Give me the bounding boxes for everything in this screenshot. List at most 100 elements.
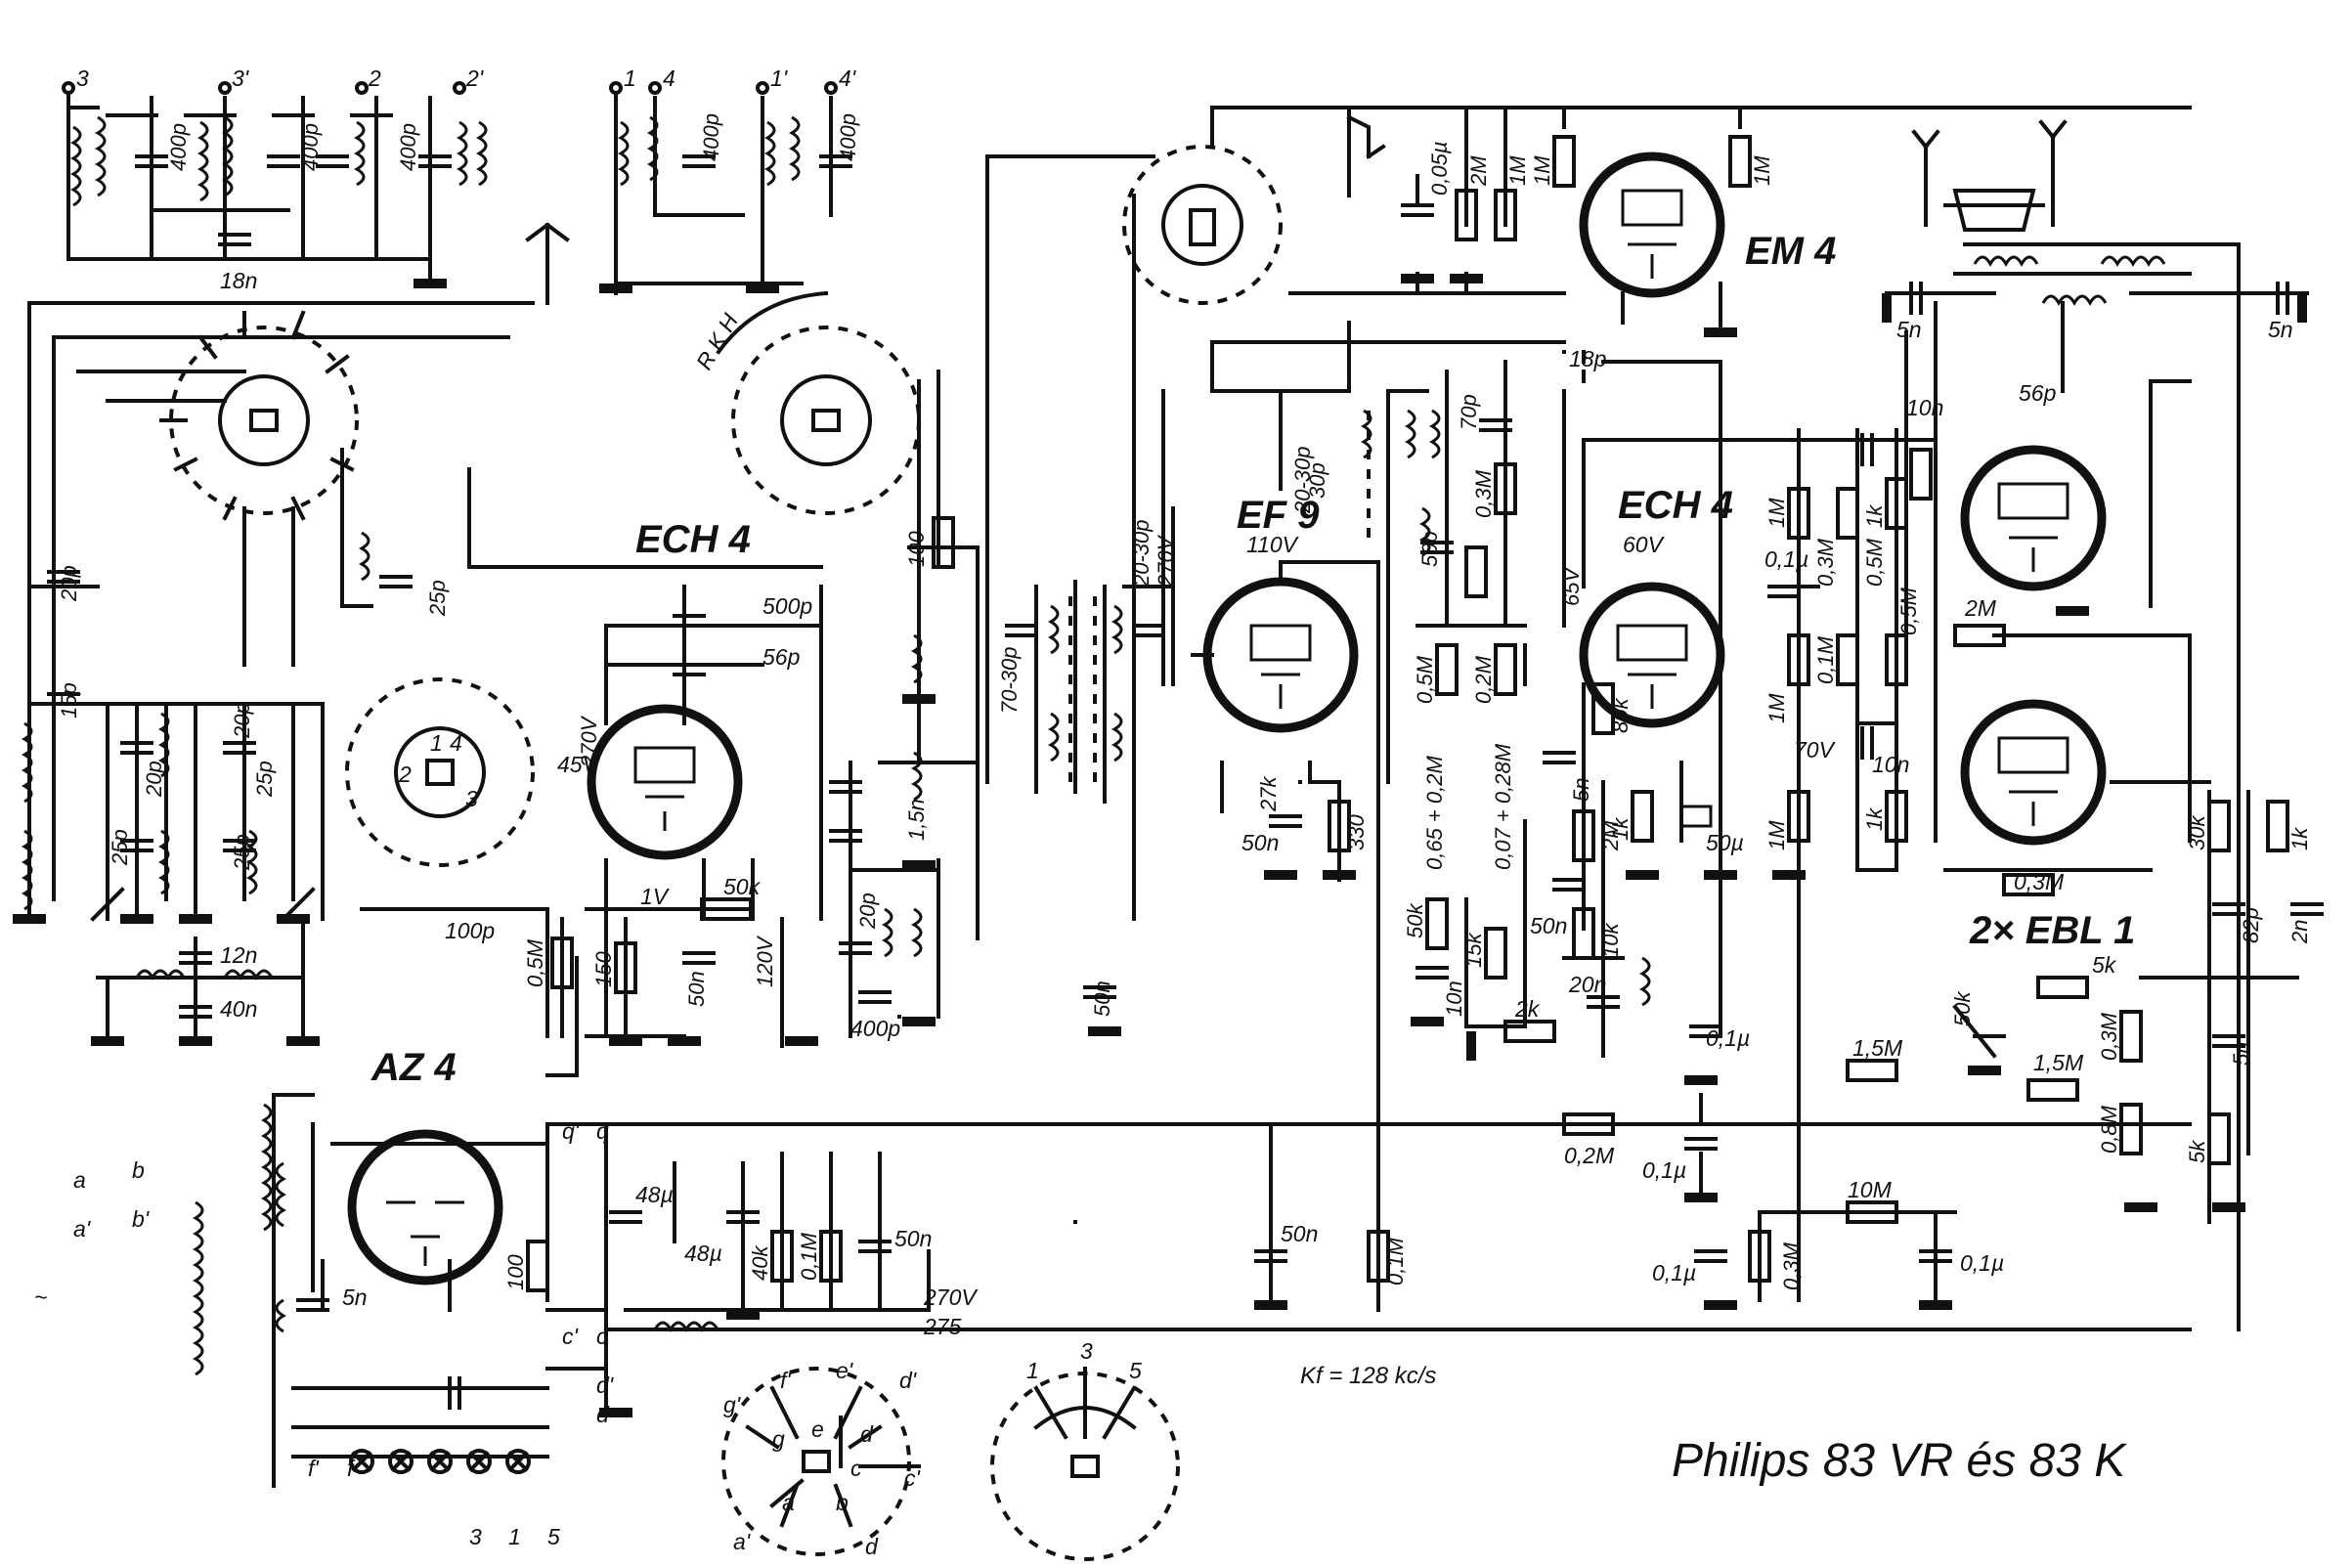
label-c27k: 27k (1256, 776, 1281, 812)
label-r05M-a: 0,5M (523, 938, 547, 987)
sw-c: c (596, 1324, 608, 1349)
ech4-right-stage: ECH 4 60V 65V 70V 10n 10n 0,1µ 1M 0,3M 1… (1403, 395, 1943, 1302)
label-c01u-b: 0,1µ (1706, 1025, 1750, 1051)
label-c56p: 56p (762, 644, 801, 670)
bottom-terminal-1: 1 (1026, 1358, 1039, 1383)
voltage-70v: 70V (1794, 737, 1837, 762)
label-r50k-a: 50k (723, 874, 762, 899)
label-r10M: 10M (1848, 1177, 1893, 1202)
label-r100-b: 100 (503, 1254, 528, 1290)
label-r40k: 40k (748, 1245, 772, 1281)
label-c5n-a: 5n (1896, 317, 1922, 342)
label-c12n: 12n (220, 942, 257, 968)
tube-label-ech4-left: ECH 4 (635, 518, 751, 561)
schematic-title: Philips 83 VR és 83 K (1672, 1435, 2127, 1487)
label-c40n: 40n (220, 996, 257, 1022)
label-r2M-b: 2M (1964, 595, 1997, 621)
label-c20-30p-a: 20-30p (1129, 519, 1154, 588)
label-c20p-b: 20p (142, 761, 166, 798)
bottom-wave-switches: f' e' d' g' g e d c c' a b a' d 1 3 5 (721, 1338, 1180, 1561)
label-c20n: 20n (1568, 972, 1606, 997)
label-r1k-a: 1k (1862, 504, 1887, 528)
sw-d-b: d (860, 1421, 874, 1447)
label-r1M-b: 1M (1530, 155, 1554, 186)
label-c70p: 70p (1457, 394, 1481, 430)
ebl1-output-stage: 2× EBL 1 2M 0,3M 30k 1k 82p 2n 5k 50k 0,… (1909, 301, 2324, 1224)
label-c50n-f: 50n (1281, 1221, 1318, 1246)
voltage-45v: 45V (557, 752, 600, 777)
wave-switch-mid: 1 4 2 3 (345, 677, 535, 867)
label-c50n-d: 50n (1530, 913, 1567, 938)
label-r30k: 30k (2185, 815, 2209, 850)
sw-ep: e' (836, 1358, 854, 1383)
switch-label-rkh: R K H (691, 309, 743, 373)
label-c01u-a: 0,1µ (1764, 546, 1808, 572)
label-c10n-b: 10n (1872, 752, 1909, 777)
label-r05M-c: 0,5M (1862, 538, 1887, 587)
label-c15p: 15p (57, 682, 81, 719)
label-c01u-e: 0,1µ (1960, 1250, 2004, 1276)
sw-dp: d' (596, 1372, 615, 1398)
label-r80k: 80k (1608, 698, 1633, 733)
label-c20p-l: 20p (57, 565, 81, 602)
coil-bank-mid: 1 4 1' 4' 400p 400p (599, 65, 860, 295)
frequency-note: Kf = 128 kc/s (1300, 1363, 1436, 1389)
label-r15M-a: 1,5M (1852, 1035, 1903, 1061)
label-c70-30p: 70-30p (997, 646, 1022, 714)
label-r15k: 15k (1461, 933, 1486, 968)
label-r01M-b: 0,1M (797, 1232, 821, 1281)
label-c400b: 400p (298, 123, 323, 171)
label-c400e: 400p (836, 113, 860, 161)
label-r03M-c: 0,3M (2014, 869, 2065, 894)
coil-bank-left: 3 3' 2 2' 400p 400p 400p 18n (62, 65, 488, 293)
tube-label-az4: AZ 4 (370, 1046, 457, 1089)
sw-g: g (772, 1426, 785, 1452)
sw-bp: b' (132, 1206, 151, 1232)
label-c01u-d: 0,1µ (1652, 1260, 1696, 1285)
bottom-terminal-5: 5 (1129, 1358, 1142, 1383)
tube-label-em4: EM 4 (1745, 230, 1836, 273)
voltage-270v-c: 270V (923, 1285, 979, 1310)
sw-d-c: d (865, 1534, 879, 1559)
terminal-2p: 2' (465, 65, 485, 91)
terminal-2: 2 (368, 65, 381, 91)
label-c400p-f: 400p (850, 1016, 900, 1041)
label-r03M-a: 0,3M (1471, 469, 1496, 518)
terminal-1p: 1' (770, 65, 789, 91)
sw-ap: a' (73, 1216, 92, 1241)
antenna-icon (525, 222, 570, 305)
sw-label-2: 2 (398, 762, 412, 787)
oscillator-switch: R K H 100 1,5n 20p 400p (691, 290, 980, 1041)
label-r330: 330 (1344, 814, 1369, 850)
label-r100: 100 (904, 531, 929, 567)
sw-fp-b: f' (780, 1368, 792, 1393)
label-c20-30p-b: 20-30p (1290, 446, 1315, 514)
voltage-65v: 65V (1559, 566, 1584, 606)
label-c25p-d: 25p (425, 580, 450, 617)
label-c01u-c: 0,1µ (1642, 1157, 1686, 1183)
terminal-1: 1 (624, 65, 636, 91)
label-c100p: 100p (445, 918, 495, 943)
label-c50n-a: 50n (684, 971, 709, 1007)
label-c500p: 500p (762, 593, 812, 619)
ef9-stage: EF 9 110V 27k 50n 330 (1191, 494, 1380, 1273)
sw-gp: g' (723, 1392, 742, 1417)
voltage-270v-a: 270V (1154, 534, 1178, 588)
label-c400d: 400p (699, 113, 723, 161)
if-transformers: 70-30p 20-30p 270V 20-30p 50n (985, 154, 1431, 1036)
label-r08M: 0,8M (2097, 1105, 2121, 1154)
label-r03M-d: 0,3M (2097, 1012, 2121, 1061)
sw-d: d (596, 1402, 610, 1427)
label-c82p: 82p (2239, 907, 2263, 943)
sw-qp: q' (562, 1118, 581, 1144)
label-c48u-a: 48µ (635, 1182, 674, 1207)
tube-label-ef9: EF 9 (1237, 494, 1320, 537)
label-c10n-c: 10n (1442, 980, 1466, 1017)
label-c50n-e: 50n (894, 1226, 932, 1251)
label-r01M-c: 0,1M (1383, 1237, 1408, 1285)
label-r03M-b: 0,3M (1813, 538, 1838, 587)
label-r03M-e: 0,3M (1779, 1241, 1804, 1290)
sw-a: a (73, 1167, 86, 1193)
label-c56p-b: 56p (2019, 380, 2057, 406)
